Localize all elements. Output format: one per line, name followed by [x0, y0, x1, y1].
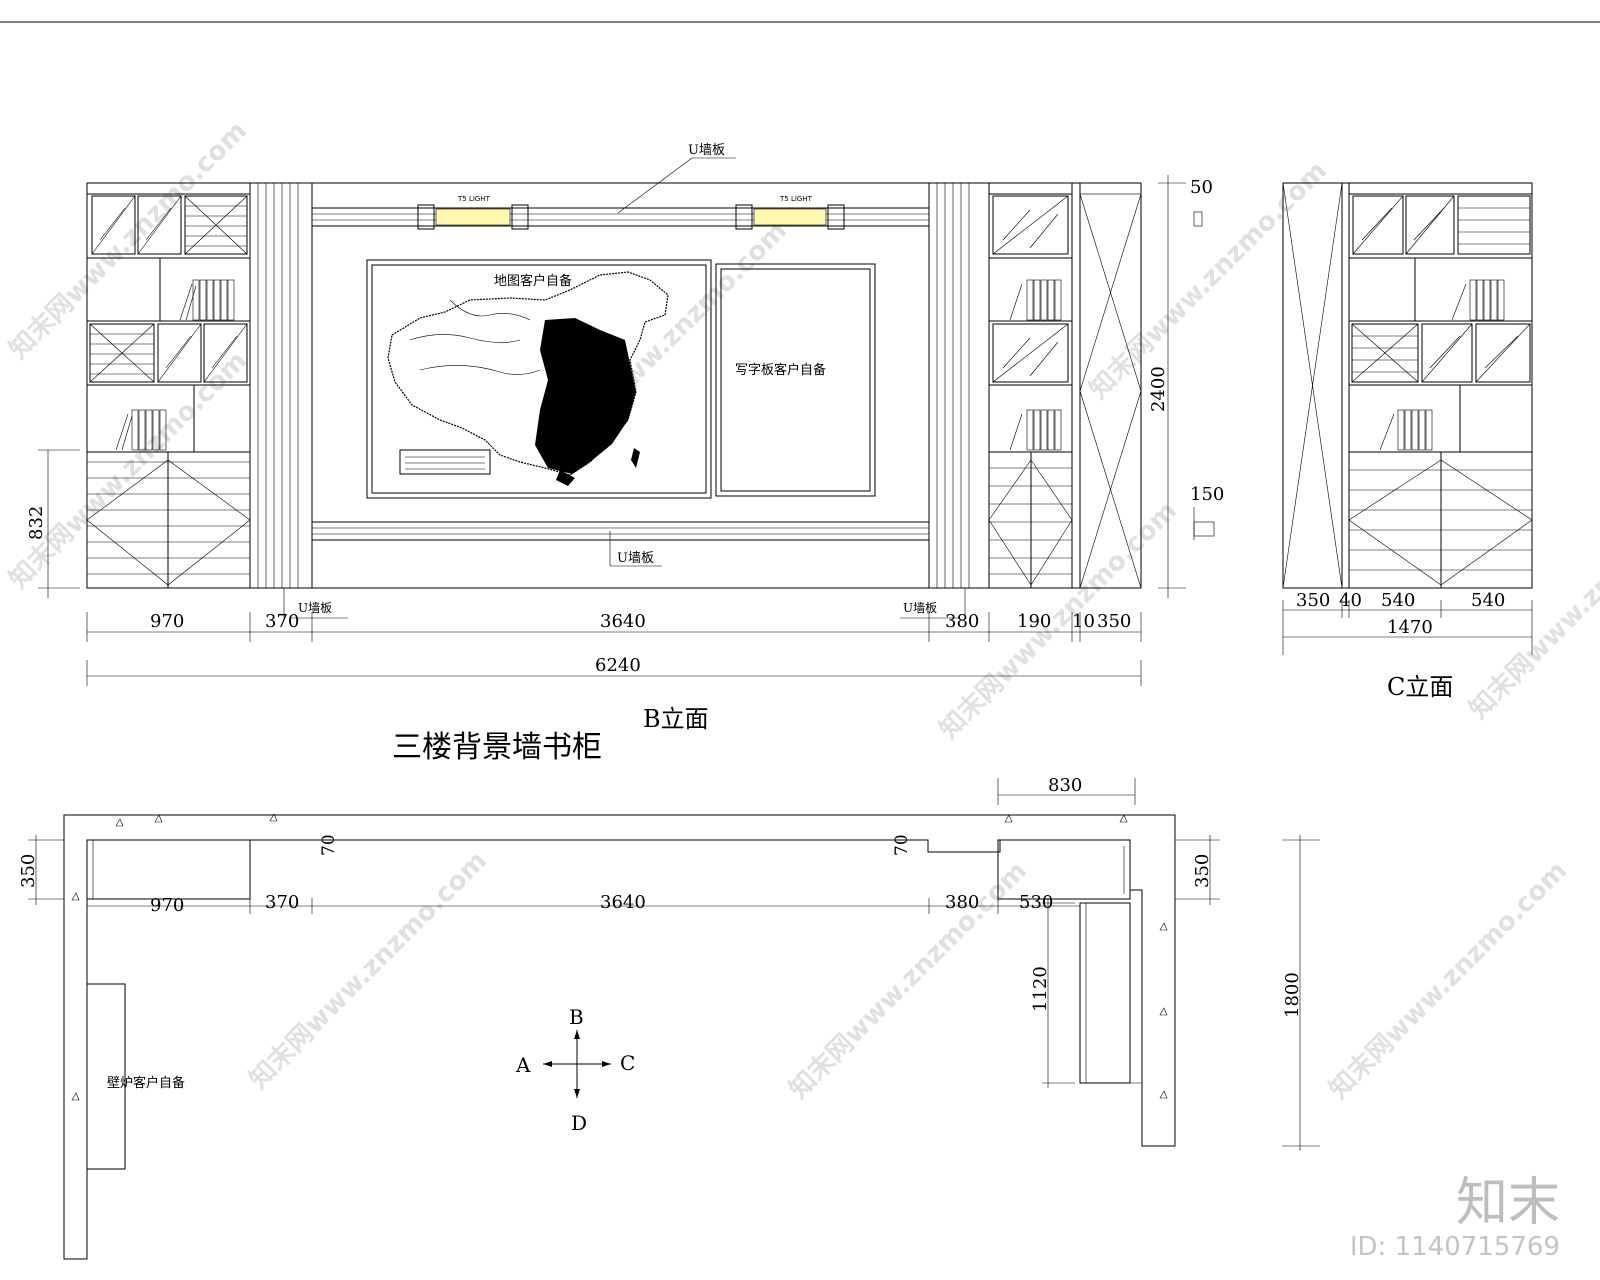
plan-dim-1120: 1120 [1030, 966, 1051, 1012]
plan-dim-530: 530 [1019, 892, 1053, 913]
right-cabinet-plan [997, 839, 1131, 900]
plan-dim-3640: 3640 [600, 892, 646, 913]
watermark-text: 知末网www.znzmo.com [244, 846, 493, 1095]
plan-dim-970: 970 [150, 895, 184, 916]
plan-dim-830: 830 [1048, 775, 1082, 796]
c-dim-540: 540 [1471, 590, 1505, 611]
dim-370: 370 [265, 611, 299, 632]
light-label: T5 LIGHT [779, 195, 813, 203]
c-elevation-title: C立面 [1387, 673, 1453, 701]
writing-board [715, 263, 876, 497]
c-elevation: 350 40 540 540 1470 C立面 [1282, 182, 1533, 701]
u-board-label: U墙板 [298, 601, 332, 615]
watermark-text: 知末网www.znzmo.com [784, 856, 1033, 1105]
dim-50: 50 [1190, 177, 1213, 198]
c-dim-1470: 1470 [1387, 617, 1433, 638]
brand-logo: 知末 [1455, 1173, 1560, 1233]
dim-832: 832 [26, 506, 47, 540]
compass-d: D [571, 1111, 587, 1135]
u-board-label: U墙板 [688, 143, 725, 158]
plan-dim-1800: 1800 [1282, 972, 1303, 1018]
plan-dim-70: 70 [319, 834, 339, 856]
dim-380: 380 [945, 611, 979, 632]
b-elevation-title: B立面 [643, 705, 709, 733]
u-board-label: U墙板 [617, 551, 654, 566]
left-cabinet [86, 183, 251, 588]
china-map-silhouette [387, 271, 669, 486]
b-dimension-line [86, 612, 1142, 686]
light-fixture [753, 208, 827, 226]
watermark-text: 知末网www.znzmo.com [1324, 856, 1573, 1105]
fireplace-label: 壁炉客户自备 [107, 1075, 185, 1091]
plan-dim-370: 370 [265, 892, 299, 913]
b-elevation: T5 LIGHT T5 LIGHT 地图客户自备 [26, 143, 1224, 686]
right-u-panel [928, 183, 990, 588]
u-board-label: U墙板 [903, 601, 937, 615]
fireplace-plan [86, 983, 126, 1170]
center-panel: T5 LIGHT T5 LIGHT 地图客户自备 [311, 195, 930, 541]
watermark-text: 知末网www.znzmo.com [4, 346, 253, 595]
light-label: T5 LIGHT [457, 195, 491, 203]
plan-dim-70: 70 [892, 834, 912, 856]
plan-dim-350: 350 [18, 854, 39, 888]
dim-3640: 3640 [600, 611, 646, 632]
plan-dim-380: 380 [945, 892, 979, 913]
left-cabinet-plan [86, 839, 251, 900]
dim-970: 970 [150, 611, 184, 632]
map-label: 地图客户自备 [494, 273, 572, 289]
direction-compass: B D A C [515, 1005, 635, 1135]
floor-plan: 壁炉客户自备 830 70 70 350 350 970 370 3640 38… [18, 775, 1320, 1260]
c-dim-540: 540 [1381, 590, 1415, 611]
dim-2400: 2400 [1148, 366, 1169, 412]
c-dim-40: 40 [1339, 590, 1362, 611]
right-cabinet [988, 183, 1142, 589]
dim-6240: 6240 [595, 655, 641, 676]
compass-b: B [569, 1005, 584, 1029]
light-fixture [435, 208, 511, 226]
dim-150: 150 [1190, 484, 1224, 505]
compass-c: C [620, 1051, 635, 1075]
plan-dim-350: 350 [1192, 854, 1213, 888]
dim-350: 350 [1097, 611, 1131, 632]
dim-190: 190 [1017, 611, 1051, 632]
map-legend [399, 449, 491, 475]
left-u-panel [257, 183, 313, 588]
drawing-title: 三楼背景墙书柜 [392, 730, 602, 765]
map-board [366, 259, 712, 499]
watermark-text: 知末网www.znzmo.com [4, 116, 253, 365]
dim-10: 10 [1072, 611, 1095, 632]
c-dim-350: 350 [1296, 590, 1330, 611]
writing-board-label: 写字板客户自备 [735, 362, 826, 378]
compass-a: A [515, 1053, 531, 1077]
image-id-label: ID: 1140715769 [1349, 1232, 1560, 1262]
